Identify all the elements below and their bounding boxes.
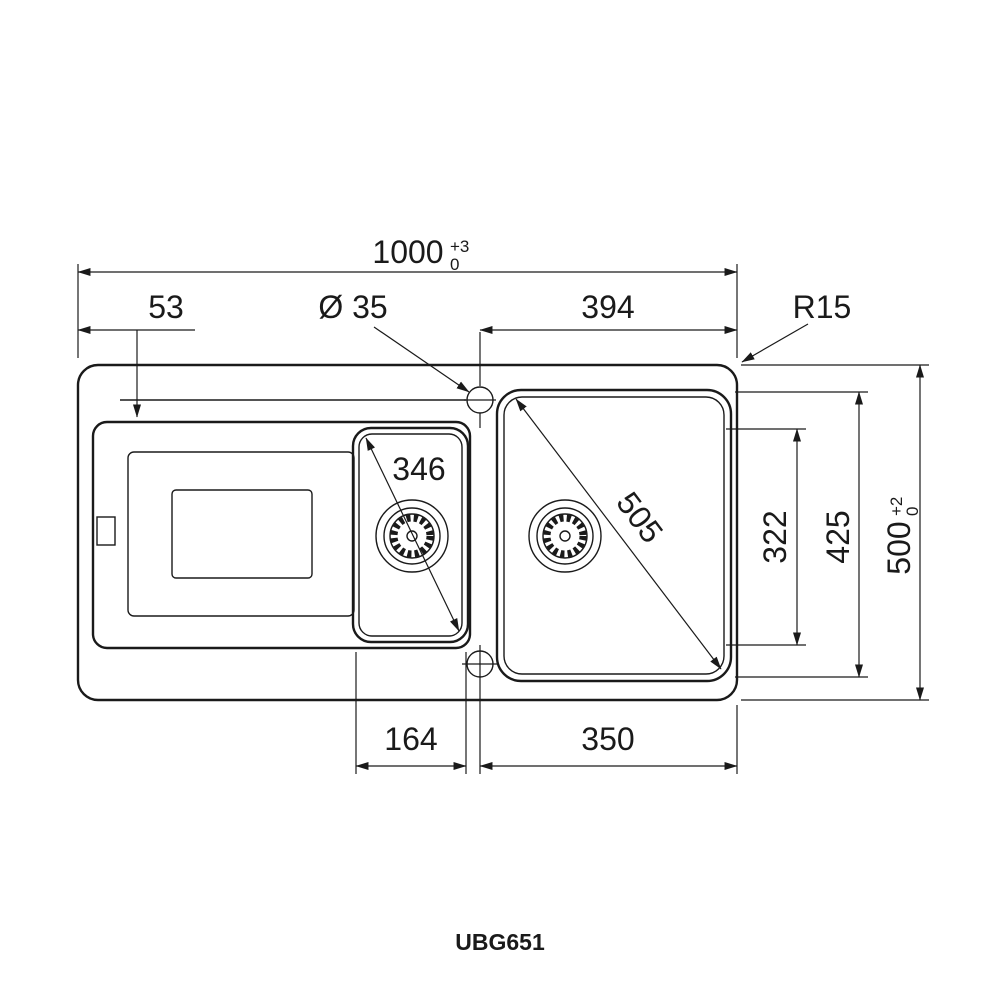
dimension-labels: 1000 +3 0 53 Ø 35 394 R15 346 505 322 42…: [148, 234, 922, 955]
drainboard-inner-line: [127, 451, 355, 617]
dim-inner-depth: [726, 428, 806, 646]
dim-main-bowl-top-width: [479, 325, 738, 386]
overall-width-tol-minus: 0: [450, 255, 459, 274]
drain-strainer-holes: [390, 514, 434, 558]
small-bowl-diagonal-label: 346: [392, 451, 445, 487]
edge-offset-label: 53: [148, 289, 184, 325]
drainboard-center-line: [171, 489, 313, 579]
dimension-line: [365, 437, 460, 632]
dim-corner-radius: [741, 323, 809, 363]
faucet-hole-top: [464, 386, 496, 428]
overflow-mark: [96, 516, 116, 546]
main-bowl-drain: [528, 499, 602, 573]
drain-outer-circle: [375, 499, 449, 573]
dim-small-bowl-width: [355, 652, 467, 774]
dim-edge-offset: [77, 325, 195, 418]
drain-strainer-holes: [543, 514, 587, 558]
drain-ring-2: [389, 513, 435, 559]
corner-radius-label: R15: [793, 289, 852, 325]
main-bowl: [495, 388, 733, 683]
small-bowl-inner-line: [358, 433, 463, 637]
overall-width-tol-plus: +3: [450, 237, 469, 256]
dimension-line: [515, 398, 722, 670]
dim-main-bowl-diagonal: [515, 398, 722, 670]
leader-line: [741, 323, 809, 363]
drain-center: [559, 530, 571, 542]
model-number: UBG651: [455, 929, 545, 955]
overall-depth-tol-plus: +2: [887, 497, 906, 516]
overall-depth-label: 500: [881, 521, 917, 574]
dim-overall-depth: [741, 364, 929, 701]
leader-line: [373, 326, 470, 393]
main-bowl-width-label: 350: [581, 721, 634, 757]
small-bowl-outline: [351, 426, 470, 644]
sink-outer-outline: [76, 363, 739, 702]
main-bowl-top-width-label: 394: [581, 289, 634, 325]
hole-diameter-label: Ø 35: [318, 289, 387, 325]
overall-width-label: 1000: [372, 234, 443, 270]
drain-outer-circle: [528, 499, 602, 573]
dimensions: [77, 264, 929, 774]
dim-small-bowl-diagonal: [365, 437, 460, 632]
main-bowl-inner-line: [503, 396, 725, 675]
dim-bowl-depth: [735, 391, 868, 678]
main-bowl-diagonal-label: 505: [609, 485, 670, 549]
inner-depth-label: 322: [757, 510, 793, 563]
main-bowl-outline: [495, 388, 733, 683]
small-bowl-width-label: 164: [384, 721, 437, 757]
bowl-depth-label: 425: [820, 510, 856, 563]
drainboard-rim: [91, 420, 472, 650]
overall-depth-tol-minus: 0: [903, 507, 922, 516]
dim-hole-diameter: [373, 326, 470, 393]
dim-overall-width: [77, 264, 738, 358]
small-bowl-drain: [375, 499, 449, 573]
dim-main-bowl-width: [479, 645, 738, 774]
